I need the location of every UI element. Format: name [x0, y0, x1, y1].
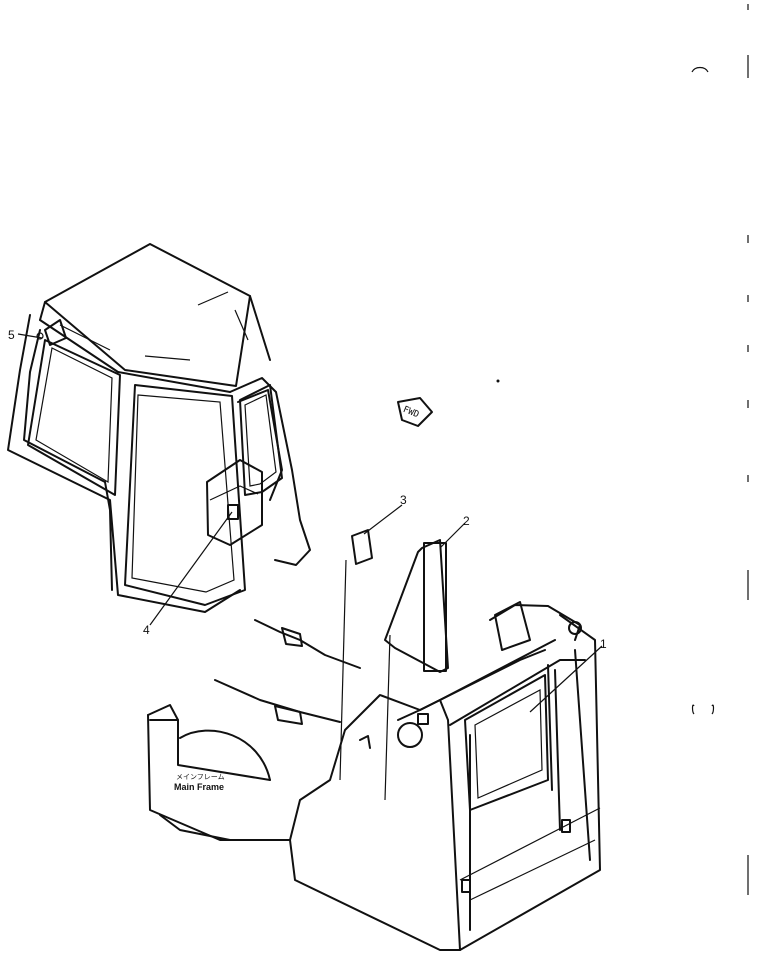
leader-5	[17, 333, 43, 339]
leader-3	[363, 504, 403, 535]
leader-4	[149, 511, 233, 626]
cab-left-window	[27, 339, 121, 496]
part-3-decal	[339, 529, 373, 781]
part-2-panel	[384, 539, 449, 801]
cab-assembly	[7, 243, 311, 613]
main-frame-label-jp: メインフレーム	[176, 773, 225, 781]
rail-block-2	[274, 705, 303, 725]
main-frame	[147, 379, 601, 951]
part-5-plate	[44, 319, 67, 346]
cab-console	[206, 459, 263, 546]
leader-1	[529, 645, 603, 713]
rail-block-1	[281, 627, 303, 647]
cab-roof	[44, 243, 251, 387]
callout-4: 4	[143, 623, 150, 637]
callout-1: 1	[600, 637, 607, 651]
callout-2: 2	[463, 514, 470, 528]
frame-opening	[464, 674, 549, 811]
leader-lines	[17, 333, 603, 713]
cab-rear-window	[239, 384, 283, 496]
fwd-label: FWD	[401, 405, 420, 420]
part-4-plate	[227, 504, 239, 520]
scan-margin-marks	[691, 4, 749, 895]
cab-door	[124, 384, 246, 606]
callout-5: 5	[8, 328, 15, 342]
callout-3: 3	[400, 493, 407, 507]
forward-arrow-icon: FWD	[397, 397, 433, 427]
leader-2	[439, 522, 466, 549]
main-frame-label-en: Main Frame	[174, 782, 224, 792]
